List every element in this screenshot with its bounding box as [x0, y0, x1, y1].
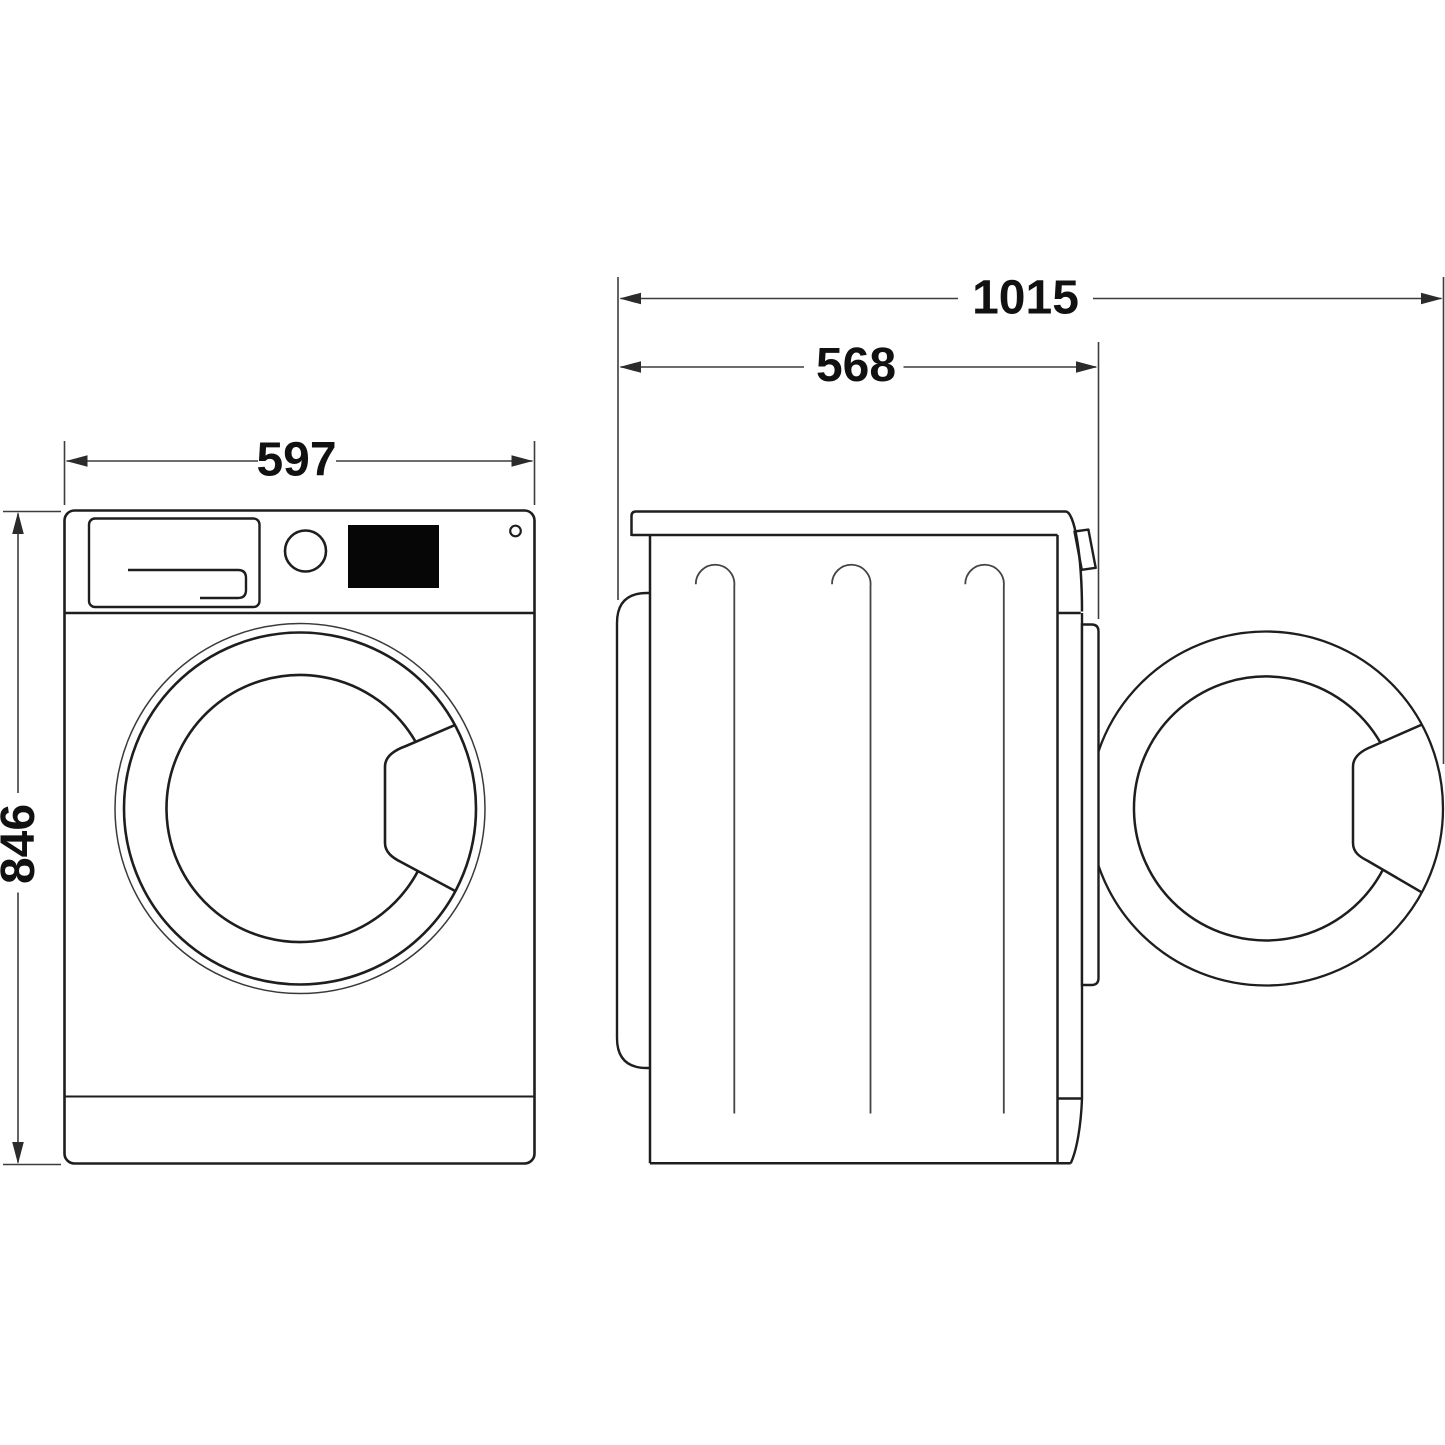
svg-text:1015: 1015 [972, 272, 1079, 325]
svg-text:568: 568 [816, 339, 896, 392]
svg-text:597: 597 [256, 434, 336, 487]
svg-text:846: 846 [0, 804, 45, 884]
